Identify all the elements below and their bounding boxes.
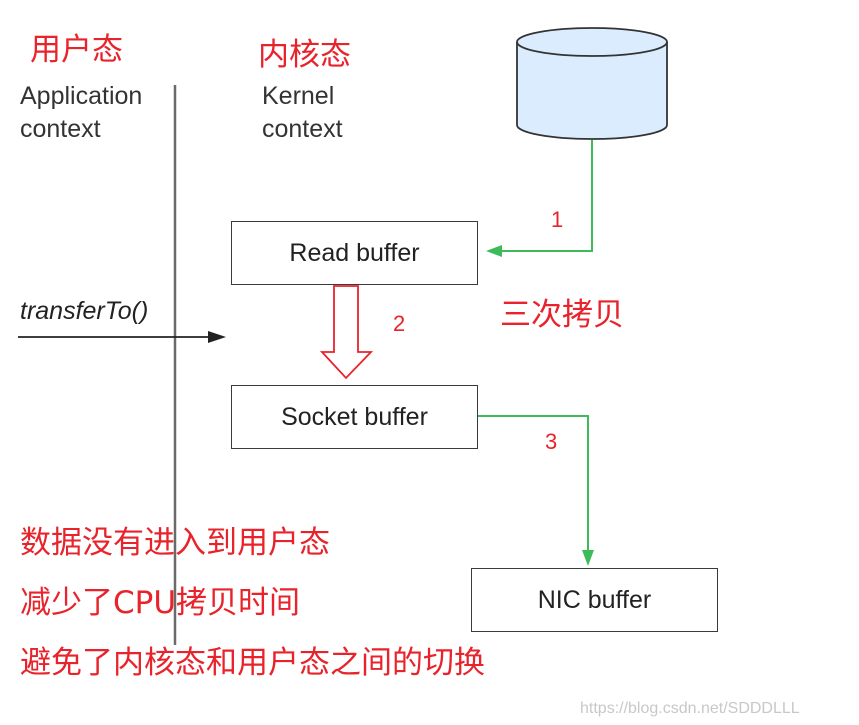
three-copies-label: 三次拷贝 [500, 297, 624, 333]
user-mode-label: 用户态 [30, 32, 123, 68]
arrow-step-2 [319, 285, 374, 380]
application-context-label: Application context [20, 82, 143, 143]
arrow-step-3 [477, 415, 594, 566]
step-number-3: 3 [545, 429, 558, 454]
nic-buffer-label: NIC buffer [537, 585, 652, 614]
socket-buffer-box: Socket buffer [231, 385, 478, 449]
nic-buffer-box: NIC buffer [471, 568, 718, 632]
note-no-user-mode: 数据没有进入到用户态 [20, 525, 330, 561]
kernel-context-label: Kernel context [262, 82, 343, 143]
arrow-step-1 [486, 140, 593, 257]
socket-buffer-label: Socket buffer [281, 402, 428, 431]
note-avoid-switch: 避免了内核态和用户态之间的切换 [20, 645, 485, 681]
disk-icon [516, 27, 668, 140]
watermark: https://blog.csdn.net/SDDDLLL [580, 700, 800, 717]
note-reduce-cpu-copy: 减少了CPU拷贝时间 [20, 585, 301, 621]
read-buffer-box: Read buffer [231, 221, 478, 285]
step-number-1: 1 [551, 207, 564, 232]
kernel-mode-label: 内核态 [258, 37, 351, 73]
step-number-2: 2 [393, 311, 406, 336]
read-buffer-label: Read buffer [289, 238, 420, 267]
transfer-to-label: transferTo() [20, 297, 149, 325]
transfer-arrow [18, 331, 226, 343]
